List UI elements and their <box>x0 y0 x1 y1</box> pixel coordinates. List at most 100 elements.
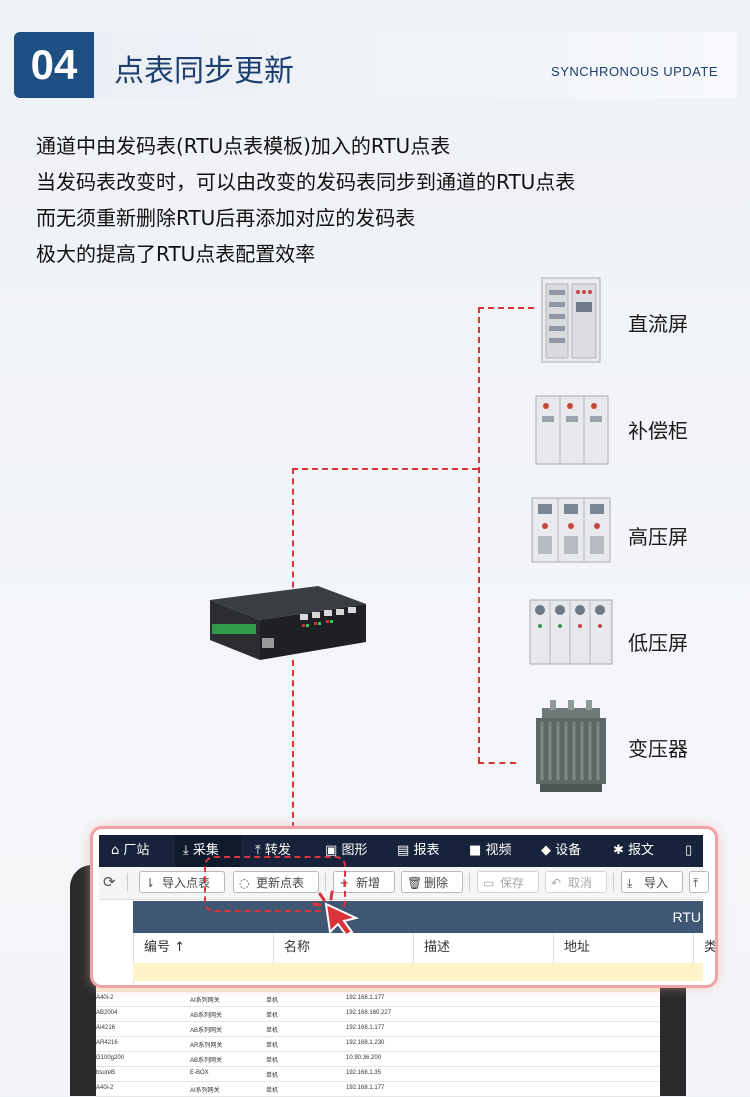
table-cell: 10.90.36.200 <box>346 1055 382 1061</box>
toolbar-separator <box>613 873 614 891</box>
save-button[interactable]: ▭保存 <box>477 871 539 893</box>
table-cell: AI系列网关 <box>190 998 220 1004</box>
nav-item-graphics[interactable]: ▣ 图形 <box>325 835 387 867</box>
table-cell: AB2004 <box>96 1010 118 1016</box>
section-title: 点表同步更新 <box>114 54 294 89</box>
section-header <box>14 32 737 98</box>
gateway-device-icon <box>210 586 366 660</box>
download-icon: ⤓ <box>183 843 189 858</box>
table-cell: AR4216 <box>96 1040 118 1046</box>
nav-label: 转发 <box>264 843 291 858</box>
low-voltage-panel-icon <box>529 599 613 665</box>
rtu-title: RTU <box>672 909 701 925</box>
section-number-badge: 04 <box>14 32 94 98</box>
description-line: 通道中由发码表(RTU点表模板)加入的RTU点表 <box>36 134 451 158</box>
connector-line <box>292 468 478 470</box>
undo-icon: ↶ <box>551 876 562 890</box>
table-cell: AB系列网关 <box>190 1013 223 1019</box>
nav-label: 设备 <box>555 843 582 858</box>
table-cell: 单机 <box>266 1043 279 1049</box>
connector-line <box>478 307 534 309</box>
table-cell: 单机 <box>266 1088 279 1094</box>
sort-icon: ⇂ <box>145 876 156 890</box>
high-voltage-panel-icon <box>531 497 611 563</box>
spinner-icon: ◌ <box>239 876 250 890</box>
selected-row[interactable] <box>133 963 703 981</box>
nav-label: 图形 <box>341 843 368 858</box>
nav-label: 视频 <box>485 843 512 858</box>
nav-label: 报文 <box>628 843 655 858</box>
compensation-cabinet-icon <box>535 395 609 465</box>
table-cell: AB系列网关 <box>190 1028 223 1034</box>
nav-item-station[interactable]: ⌂ 厂站 <box>111 835 169 867</box>
import-button[interactable]: ⤓导入 <box>621 871 683 893</box>
column-header-id[interactable]: 编号 ↑ <box>133 933 273 963</box>
rtu-table: A40i-1AI系列网关单机192.168.1.177A40i-2AI系列网关单… <box>96 976 660 1097</box>
nav-item-message[interactable]: ✱ 报文 <box>613 835 675 867</box>
column-header-type[interactable]: 类 <box>693 933 715 963</box>
table-cell: 192.168.1.230 <box>346 1040 385 1046</box>
left-column <box>99 901 134 985</box>
section-subtitle: SYNCHRONOUS UPDATE <box>551 64 718 79</box>
table-cell: G100g200 <box>96 1055 125 1061</box>
upload-icon: ⤒ <box>693 876 699 890</box>
pointer-cursor-icon <box>312 890 359 936</box>
rtu-header-bar: RTU <box>133 901 703 933</box>
dc-panel-icon <box>541 277 601 363</box>
upload-icon: ⤒ <box>255 843 261 858</box>
description-block: 通道中由发码表(RTU点表模板)加入的RTU点表 当发码表改变时，可以由改变的发… <box>36 128 575 272</box>
nav-label: 报表 <box>413 843 440 858</box>
table-cell: AI4216 <box>96 1025 116 1031</box>
nav-item-report[interactable]: ▤ 报表 <box>397 835 459 867</box>
home-icon: ⌂ <box>111 843 120 858</box>
import-points-button[interactable]: ⇂导入点表 <box>139 871 225 893</box>
export-button[interactable]: ⤒ <box>689 871 709 893</box>
table-cell: 192.168.1.35 <box>346 1070 382 1076</box>
update-points-button[interactable]: ◌更新点表 <box>233 871 319 893</box>
device-label-high-voltage-panel: 高压屏 <box>628 525 688 549</box>
delete-button[interactable]: 🗑删除 <box>401 871 463 893</box>
cube-icon: ◆ <box>541 843 551 858</box>
table-cell: 192.168.160.227 <box>346 1010 392 1016</box>
table-header: 编号 ↑ 名称 描述 地址 类 <box>133 933 715 964</box>
video-icon: ■ <box>469 843 482 858</box>
nav-label: 厂站 <box>123 843 150 858</box>
column-header-address[interactable]: 地址 <box>553 933 693 963</box>
table-cell: bsureB <box>96 1070 116 1076</box>
connector-line <box>478 762 516 764</box>
connector-line <box>478 307 480 763</box>
table-cell: 单机 <box>266 998 279 1004</box>
column-header-name[interactable]: 名称 <box>273 933 413 963</box>
nav-item-video[interactable]: ■ 视频 <box>469 835 531 867</box>
description-line: 极大的提高了RTU点表配置效率 <box>36 242 316 266</box>
table-cell: 192.168.1.177 <box>346 1085 385 1091</box>
device-label-transformer: 变压器 <box>628 737 688 761</box>
nav-item-device[interactable]: ◆ 设备 <box>541 835 603 867</box>
table-cell: AB系列网关 <box>190 1058 223 1064</box>
cancel-button[interactable]: ↶取消 <box>545 871 607 893</box>
table-cell: 单机 <box>266 1013 279 1019</box>
table-cell: A40i-2 <box>96 1085 114 1091</box>
report-icon: ▤ <box>397 843 410 858</box>
column-header-description[interactable]: 描述 <box>413 933 553 963</box>
doc-icon[interactable]: ▯ <box>685 843 693 858</box>
refresh-icon[interactable]: ⟳ <box>103 873 116 891</box>
nav-label: 采集 <box>192 843 219 858</box>
nav-item-forward[interactable]: ⤒ 转发 <box>255 835 317 867</box>
table-cell: A40i-2 <box>96 995 114 1001</box>
transformer-icon <box>536 700 606 792</box>
main-nav: ⌂ 厂站 ⤓ 采集 ⤒ 转发 ▣ 图形 ▤ 报表 ■ 视频 ◆ 设备 ✱ 报文 … <box>99 835 703 867</box>
toolbar: ⟳ ⇂导入点表 ◌更新点表 +新增 🗑删除 ▭保存 ↶取消 ⤓导入 ⤒ <box>99 867 709 900</box>
save-icon: ▭ <box>483 876 495 890</box>
image-icon: ▣ <box>325 843 338 858</box>
table-cell: 单机 <box>266 1028 279 1034</box>
device-label-dc-panel: 直流屏 <box>628 312 688 336</box>
connector-line <box>292 468 294 598</box>
